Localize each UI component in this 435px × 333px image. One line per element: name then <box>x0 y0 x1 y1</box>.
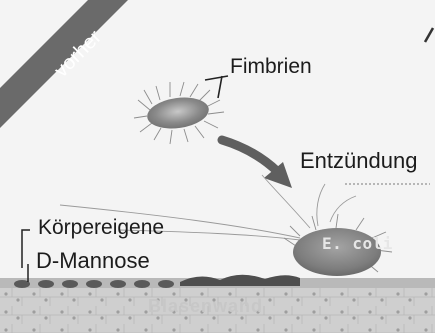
label-e-coli: E. coli <box>322 236 393 252</box>
transition-arrow <box>222 140 292 188</box>
fimbrien-pointer <box>205 76 228 98</box>
top-right-mark <box>425 28 433 42</box>
label-fimbrien: Fimbrien <box>230 56 312 77</box>
bacterium-upper <box>134 82 224 144</box>
label-entzuendung: Entzündung <box>300 150 417 172</box>
label-koerpereigene: Körpereigene <box>38 217 164 238</box>
label-blasenwand: Blasenwand <box>148 297 263 315</box>
attachment-zone <box>180 275 300 286</box>
label-d-mannose: D-Mannose <box>36 250 150 272</box>
koerpereigene-bracket <box>22 230 30 268</box>
